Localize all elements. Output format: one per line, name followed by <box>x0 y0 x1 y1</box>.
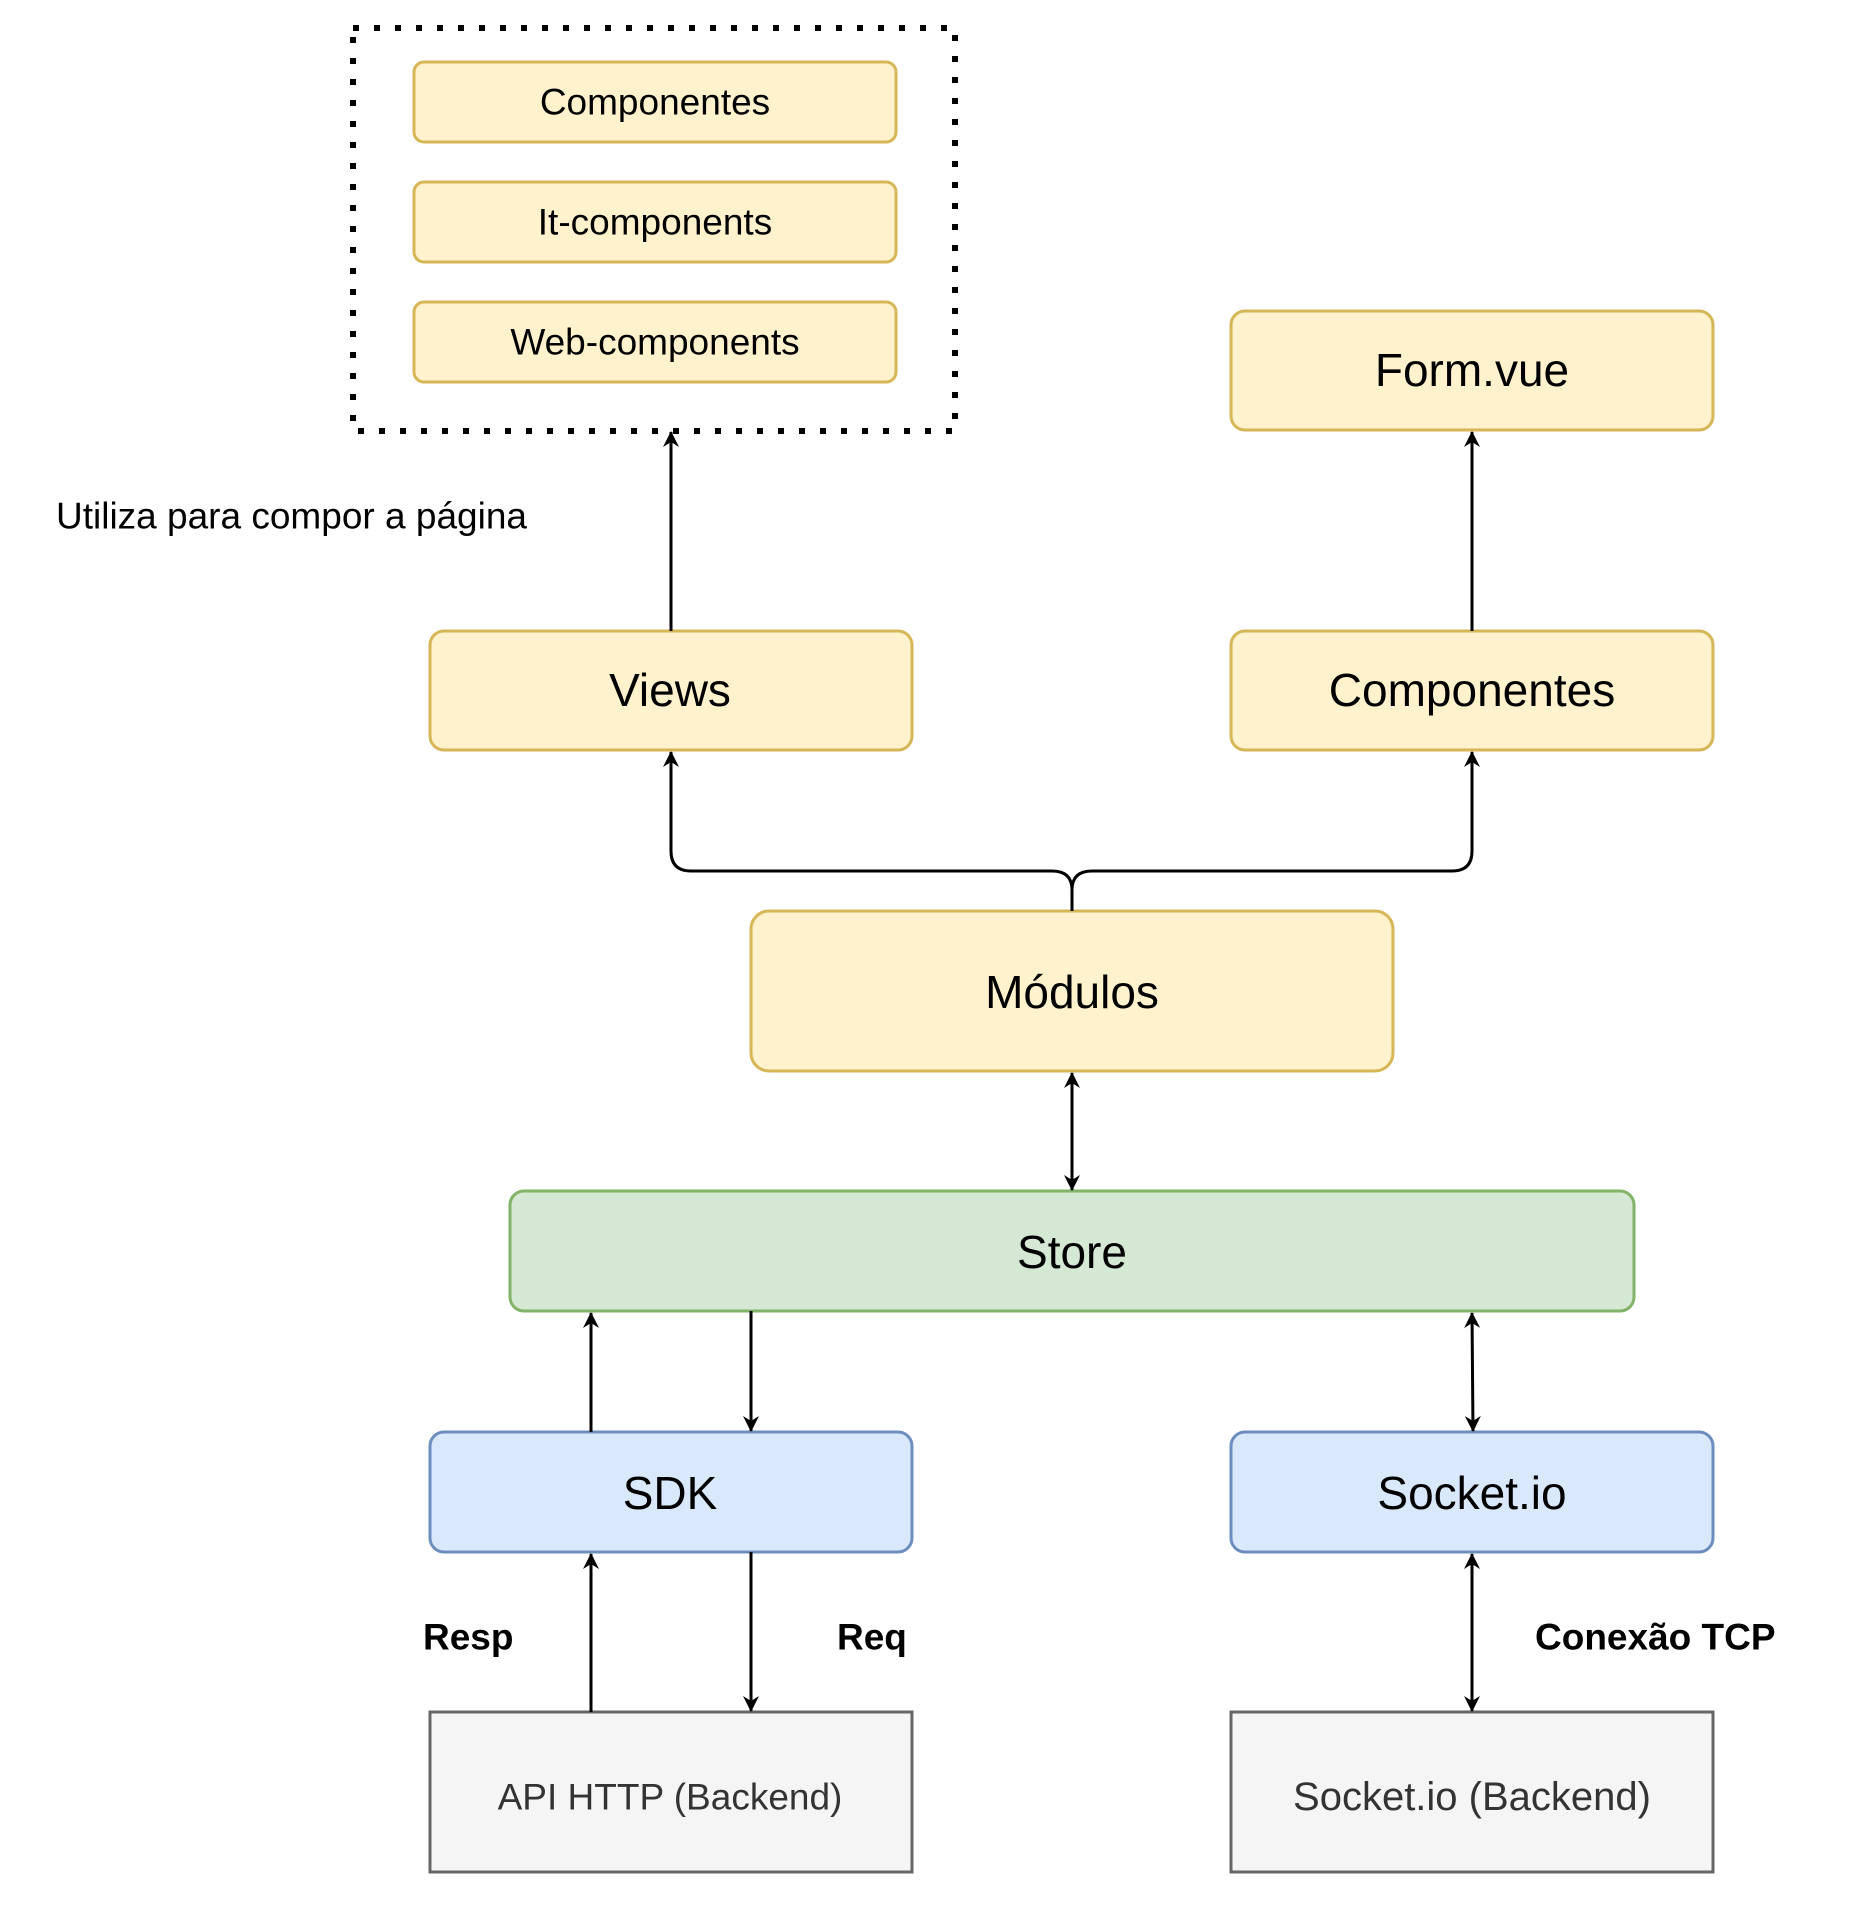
component-library-group <box>350 25 958 434</box>
edge-store-socketio <box>1464 1312 1481 1432</box>
node-socketio: Socket.io <box>1229 1430 1715 1554</box>
node-componentes: Componentes <box>1229 629 1715 752</box>
label-utiliza: Utiliza para compor a página <box>56 496 527 537</box>
edge-modulos-to-views <box>663 751 1074 911</box>
node-sdk-label: SDK <box>623 1467 718 1519</box>
node-views-label: Views <box>609 664 731 716</box>
label-conexao-tcp: Conexão TCP <box>1535 1617 1776 1658</box>
node-views: Views <box>428 629 914 752</box>
node-componentes-label: Componentes <box>1329 664 1615 716</box>
group-item-web-components: Web-components <box>412 300 898 384</box>
node-store: Store <box>508 1189 1636 1313</box>
node-sdk: SDK <box>428 1430 914 1554</box>
label-resp: Resp <box>423 1617 513 1658</box>
edge-modulos-to-componentes <box>1070 751 1480 911</box>
node-socketio-backend: Socket.io (Backend) <box>1229 1710 1715 1874</box>
node-modulos: Módulos <box>749 909 1395 1073</box>
group-item-it-components: It-components <box>412 180 898 264</box>
node-form-vue: Form.vue <box>1229 309 1715 432</box>
group-item-web-components-label: Web-components <box>510 322 799 363</box>
node-form-vue-label: Form.vue <box>1375 344 1569 396</box>
group-item-componentes-label: Componentes <box>540 82 770 123</box>
group-item-componentes: Componentes <box>412 60 898 144</box>
node-modulos-label: Módulos <box>985 966 1159 1018</box>
node-store-label: Store <box>1017 1226 1127 1278</box>
group-item-it-components-label: It-components <box>538 202 772 243</box>
node-api-http-backend: API HTTP (Backend) <box>428 1710 914 1874</box>
node-socketio-backend-label: Socket.io (Backend) <box>1293 1775 1651 1819</box>
node-api-http-backend-label: API HTTP (Backend) <box>498 1777 843 1818</box>
label-req: Req <box>837 1617 907 1658</box>
node-socketio-label: Socket.io <box>1377 1467 1566 1519</box>
